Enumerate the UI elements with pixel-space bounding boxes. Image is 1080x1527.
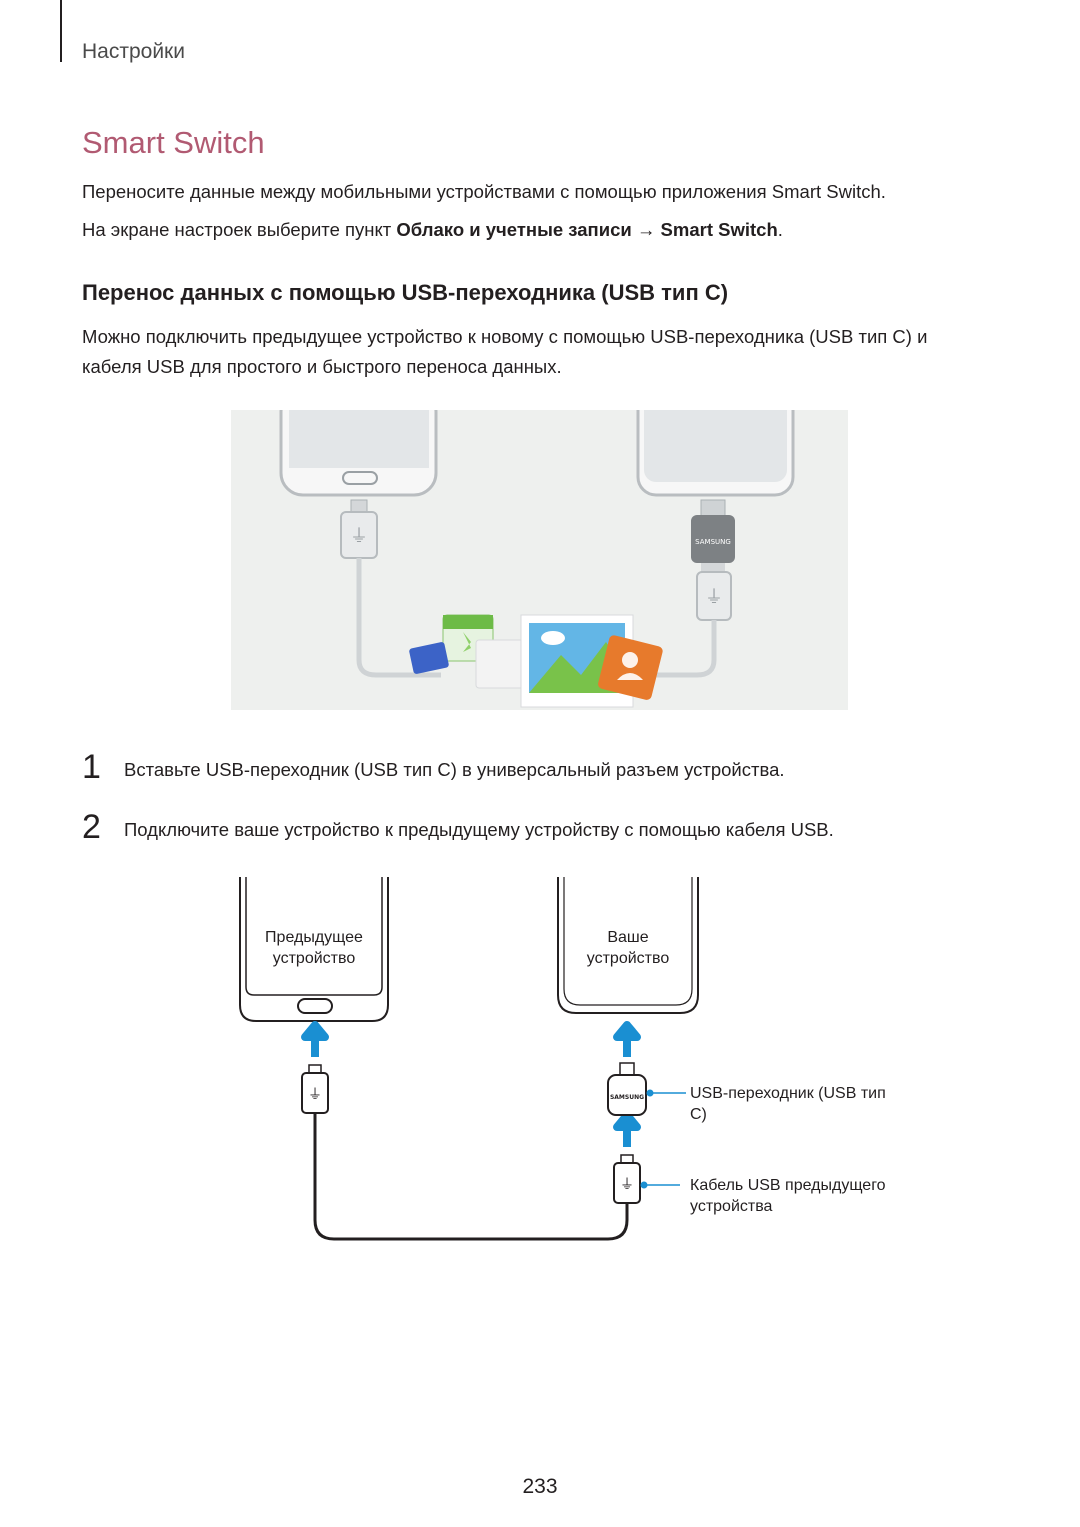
- settings-path: На экране настроек выберите пункт Облако…: [82, 219, 783, 241]
- path-item-smart-switch: Smart Switch: [660, 219, 778, 240]
- page-title: Smart Switch: [82, 125, 265, 160]
- svg-text:⏚: ⏚: [350, 526, 368, 547]
- path-prefix: На экране настроек выберите пункт: [82, 219, 397, 240]
- prev-device-label: Предыдущее устройство: [230, 927, 398, 969]
- prev-device-label-line1: Предыдущее: [265, 929, 363, 946]
- svg-text:⏚: ⏚: [308, 1087, 322, 1103]
- page-number: 233: [522, 1475, 558, 1498]
- step-2-number: 2: [82, 808, 101, 846]
- section-para-line2: кабеля USB для простого и быстрого перен…: [82, 356, 562, 377]
- connection-diagram: ⏚ SAMSUNG ⏚ Предыдущее устройство Ваше у…: [230, 875, 910, 1255]
- adapter-brand-photo: SAMSUNG: [695, 538, 731, 546]
- path-suffix: .: [777, 219, 783, 240]
- your-device-label: Ваше устройство: [558, 927, 698, 969]
- diagram-drawing: ⏚ SAMSUNG ⏚: [239, 877, 699, 1241]
- prev-device-label-line2: устройство: [272, 950, 356, 967]
- adapter-label: USB-переходник (USB тип C): [690, 1083, 886, 1125]
- your-device-label-line1: Ваше: [607, 929, 649, 946]
- svg-text:⏚: ⏚: [705, 587, 723, 608]
- usb-connection-photo: ⏚ SAMSUNG ⏚: [231, 388, 848, 710]
- step-1-text: Вставьте USB-переходник (USB тип C) в ун…: [124, 759, 785, 780]
- section-heading: Перенос данных с помощью USB-переходника…: [82, 280, 729, 305]
- cable-label: Кабель USB предыдущего устройства: [690, 1175, 886, 1217]
- step-2-text: Подключите ваше устройство к предыдущему…: [124, 819, 834, 840]
- corner-rule: [60, 0, 62, 62]
- cable-label-line2: устройства: [690, 1198, 773, 1215]
- breadcrumb: Настройки: [82, 40, 185, 63]
- path-arrow: →: [631, 219, 661, 240]
- svg-text:⏚: ⏚: [620, 1177, 634, 1193]
- photo-illustration: ⏚ SAMSUNG ⏚: [279, 388, 795, 708]
- cable-label-line1: Кабель USB предыдущего: [690, 1177, 886, 1194]
- adapter-label-line1: USB-переходник (USB тип: [690, 1085, 886, 1102]
- adapter-brand: SAMSUNG: [610, 1094, 644, 1101]
- adapter-label-line2: C): [690, 1106, 707, 1123]
- section-para-line1: Можно подключить предыдущее устройство к…: [82, 326, 928, 347]
- path-item-cloud: Облако и учетные записи: [396, 219, 632, 240]
- step-1-number: 1: [82, 748, 101, 786]
- intro-text: Переносите данные между мобильными устро…: [82, 181, 886, 202]
- your-device-label-line2: устройство: [586, 950, 670, 967]
